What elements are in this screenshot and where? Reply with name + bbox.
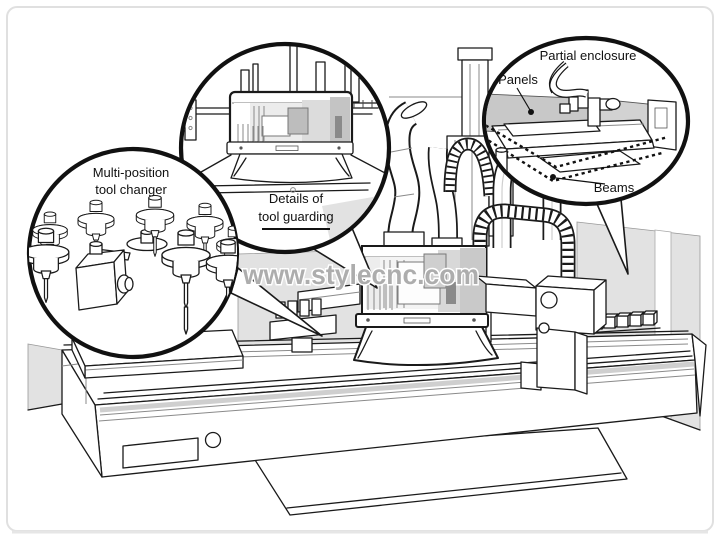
- enclosure-title: Partial enclosure: [540, 48, 637, 63]
- control-knob: [204, 431, 222, 449]
- watermark: www.stylecnc.com: [242, 259, 479, 290]
- spindle-guard-box: [355, 245, 489, 328]
- gantry-beam: [475, 275, 607, 335]
- dust-hose-main: [384, 101, 428, 241]
- drag-chain: [472, 203, 576, 288]
- panels-label: Panels: [498, 72, 538, 87]
- callout-tool-guarding: Details of tool guarding: [178, 41, 392, 255]
- tool-guarding-label-line2: tool guarding: [258, 209, 333, 224]
- spindle-skirt: [353, 326, 499, 367]
- control-panel-display: [122, 437, 199, 469]
- tool-guarding-label-line1: Details of: [269, 191, 324, 206]
- callout-tool-changer: Multi-position tool changer: [26, 146, 240, 360]
- dust-hose-right: [427, 147, 458, 243]
- tool-changer-label-line1: Multi-position: [93, 165, 170, 180]
- ribbed-duct: [443, 137, 497, 197]
- gantry-carriage: [520, 322, 588, 395]
- tool-changer-label-line2: tool changer: [95, 182, 167, 197]
- beams-label: Beams: [594, 180, 635, 195]
- callout-enclosure: Partial enclosure Panels Beams: [481, 35, 691, 207]
